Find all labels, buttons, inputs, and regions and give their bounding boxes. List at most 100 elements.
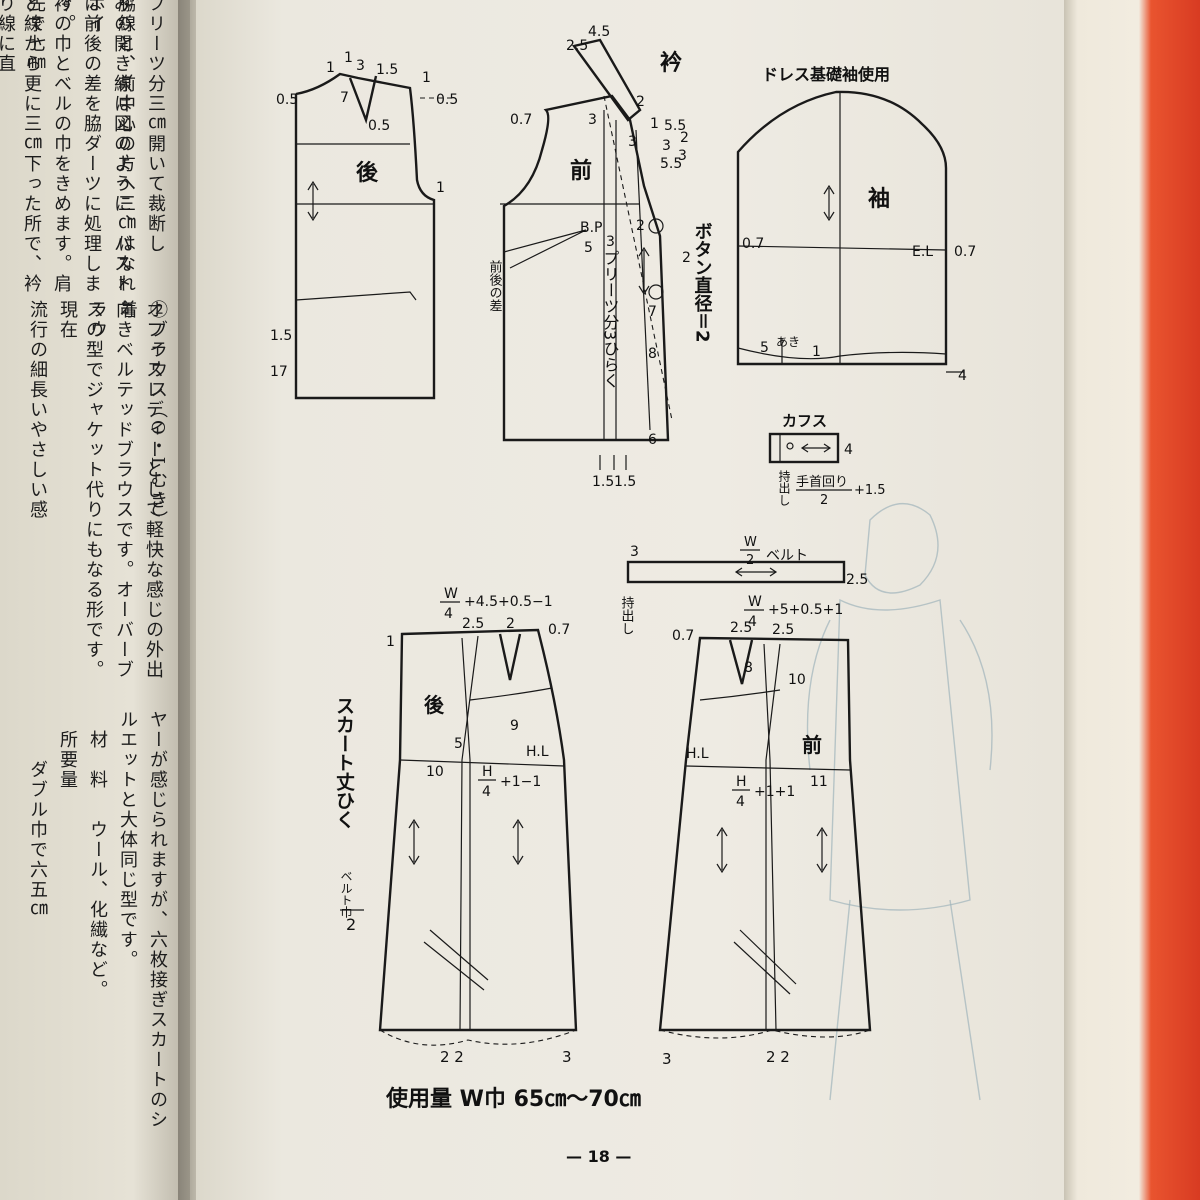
- front-skirt-draft: [658, 636, 872, 1039]
- front-bodice-draft: [500, 38, 673, 470]
- measure: 3: [662, 138, 671, 154]
- measure: 9: [510, 718, 519, 734]
- measure: +1+1: [754, 784, 795, 800]
- measure: 4: [748, 614, 757, 630]
- el-label: E.L: [912, 244, 933, 260]
- measure: 2 2: [766, 1048, 790, 1066]
- measure: 2.5: [772, 622, 794, 638]
- measure: 2: [820, 493, 828, 508]
- left-text-col-1: ど線から更に三㎝下った所で、衿り線に直: [0, 0, 42, 294]
- measure: 0.7: [954, 244, 976, 260]
- back-skirt-label: 後: [424, 693, 445, 717]
- show-through-figure: [806, 502, 993, 1101]
- measure: W: [444, 586, 458, 602]
- measure: 2: [636, 94, 645, 110]
- measure: 11: [810, 774, 828, 790]
- measure: 1: [812, 344, 821, 360]
- back-bodice-draft: [294, 72, 456, 400]
- blouse-text-col-4: 流行の細長いやさしい感: [27, 300, 48, 520]
- measure: 5: [760, 340, 769, 356]
- measure: 5.5: [660, 156, 682, 172]
- measure: 2: [506, 616, 515, 632]
- measure: 0.7: [510, 112, 532, 128]
- measure: 3: [630, 544, 639, 560]
- measure: 4: [736, 794, 745, 810]
- pleat-label: プリーツ分3ひらく: [601, 250, 620, 388]
- measure: 5: [584, 240, 593, 256]
- cuffs-draft: [768, 432, 840, 464]
- measure: 3: [662, 1050, 672, 1068]
- measure: 7: [648, 304, 657, 320]
- skirt-length-label: スカート丈ひく: [333, 696, 355, 829]
- belt-mochidashi-label: 持出し: [619, 596, 635, 635]
- measure: 0.7: [672, 628, 694, 644]
- measure: 4: [958, 368, 967, 384]
- left-text-col-4: みの開き線は図のように、バストポイ: [85, 0, 132, 294]
- measure: 8: [648, 346, 657, 362]
- button-diameter-label: ボタン直径＝2: [692, 222, 713, 343]
- measure: 2: [636, 218, 645, 234]
- blouse-heading: ②ブラウス（O・Lむき）: [147, 300, 168, 531]
- measure: 2: [680, 130, 689, 146]
- measure: 4.5: [588, 24, 610, 40]
- measure: 2: [346, 915, 356, 934]
- measure: 1.5: [270, 328, 292, 344]
- measure: 0.7: [548, 622, 570, 638]
- measure: 1: [436, 180, 445, 196]
- measure: 4: [844, 442, 853, 458]
- measure: 2: [682, 250, 691, 266]
- measure: 1: [386, 634, 395, 650]
- measure: 2 2: [440, 1048, 464, 1066]
- measure: 2.5: [730, 620, 752, 636]
- measure: 2: [746, 553, 754, 568]
- measure: 1: [650, 116, 659, 132]
- front-back-difference-label: 前後の差: [487, 259, 503, 312]
- right-page: [196, 0, 1064, 1200]
- blouse-text-col-1: オフィスレディーとして軽快な感じの外出着: [117, 300, 164, 680]
- measure: 2.5: [462, 616, 484, 632]
- front-hip-line-label: H.L: [686, 746, 709, 762]
- page-number: — 18 —: [566, 1147, 631, 1166]
- opening-label: あき: [776, 335, 800, 349]
- bp-label: B.P: [580, 220, 603, 236]
- skirt-text-col-2: ルエットと大体同じ型です。: [117, 710, 138, 970]
- fabric-usage-caption: 使用量 W巾 65㎝～70㎝: [385, 1087, 641, 1112]
- sleeve-title: ドレス基礎袖使用: [762, 65, 890, 84]
- measure: 3: [356, 58, 365, 74]
- measure: 8: [744, 660, 753, 676]
- blouse-text-col-3: スの型でジャケット代りにもなる形です。現在: [57, 300, 104, 680]
- amount-value: ダブル巾で六五㎝: [27, 760, 48, 920]
- back-label: 後: [356, 160, 379, 186]
- back-hip-line-label: H.L: [526, 744, 549, 760]
- front-skirt-label: 前: [802, 733, 822, 757]
- measure: 3: [588, 112, 597, 128]
- material-label: 材 料: [87, 730, 108, 790]
- measure: 1: [344, 50, 353, 66]
- measure: +4.5+0.5−1: [464, 594, 553, 610]
- measure: 0.5: [436, 92, 458, 108]
- wrist-label: 手首回り: [796, 475, 848, 490]
- blouse-text-col-2: 向きベルテッドブラウスです。オーバーブラウ: [87, 300, 134, 680]
- measure: 10: [426, 764, 444, 780]
- measure: +5+0.5+1: [768, 602, 843, 618]
- amount-label: 所要量: [57, 730, 78, 790]
- measure: +1−1: [500, 774, 541, 790]
- measure: 6: [648, 432, 657, 448]
- measure: 1: [326, 60, 335, 76]
- belt-label: ベルト: [766, 548, 808, 564]
- sleeve-label: 袖: [868, 186, 890, 212]
- measure: 0.7: [742, 236, 764, 252]
- measure: H: [482, 764, 493, 780]
- measure: 2.5: [846, 572, 868, 588]
- left-text-col-3: は前後の差を脇ダーツに処理します。: [55, 0, 102, 294]
- sleeve-draft: [736, 90, 964, 373]
- measure: 3: [628, 134, 637, 150]
- belt-draft: [626, 560, 846, 584]
- measure: 3: [678, 148, 687, 164]
- measure: 4: [482, 784, 491, 800]
- measure: 5.5: [664, 118, 686, 134]
- left-text-col-2: 衿の巾とべルの巾をきめます。肩先で七㎜: [25, 0, 72, 294]
- measure: H: [736, 774, 747, 790]
- measure: 5: [454, 736, 463, 752]
- red-book-cover-edge: [1064, 0, 1200, 1200]
